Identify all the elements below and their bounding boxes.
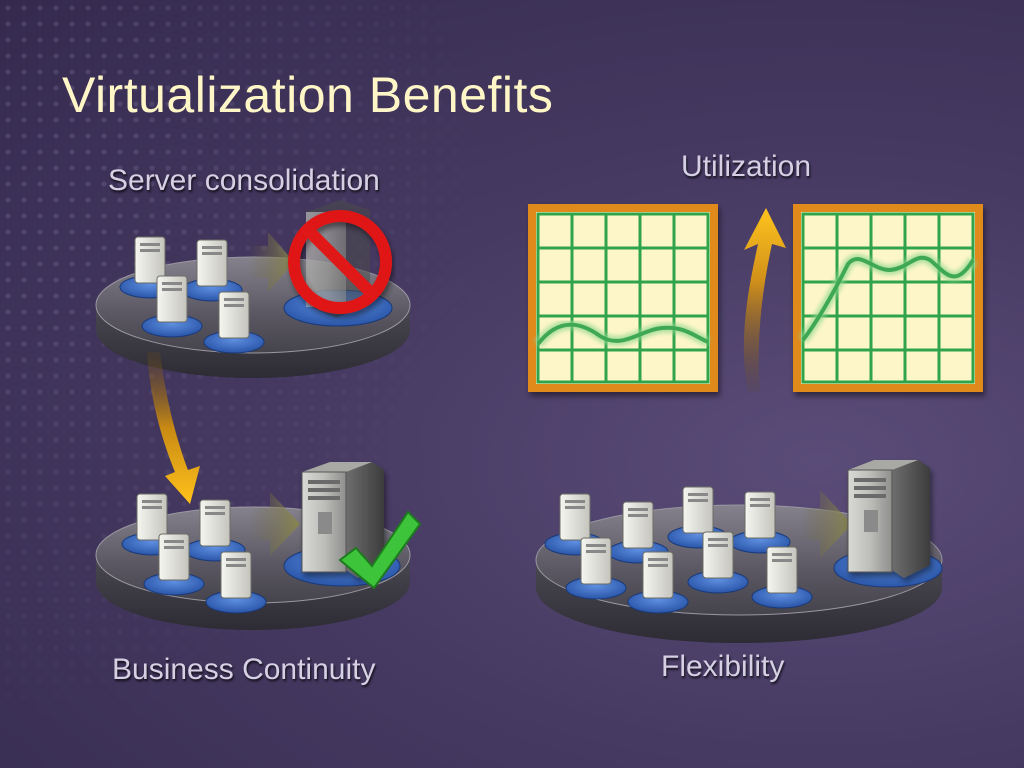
continuity-group <box>95 462 422 630</box>
utilization-chart-after <box>793 204 983 392</box>
up-arrow-icon <box>743 208 786 392</box>
small-server-icon <box>544 493 606 556</box>
small-server-icon <box>627 551 689 614</box>
small-server-group-consolidation <box>119 236 265 354</box>
gold-down-arrow-icon <box>147 352 200 504</box>
utilization-label: Utilization <box>681 150 812 183</box>
business-continuity-label: Business Continuity <box>112 653 376 686</box>
small-server-icon <box>203 291 265 354</box>
prohibited-server-icon <box>283 200 393 327</box>
server-consolidation-label: Server consolidation <box>108 164 380 197</box>
flexibility-group <box>535 460 943 643</box>
small-server-group-continuity <box>121 493 267 614</box>
small-server-icon <box>565 537 627 600</box>
small-server-icon <box>205 551 267 614</box>
flexibility-label: Flexibility <box>661 650 785 683</box>
utilization-curve-high <box>801 255 975 342</box>
small-server-icon <box>687 531 749 594</box>
utilization-curve-low <box>536 322 709 346</box>
consolidation-group <box>95 200 411 378</box>
small-server-icon <box>141 275 203 338</box>
large-server-icon <box>833 460 943 588</box>
small-server-icon <box>607 501 669 564</box>
small-server-group-flexibility <box>544 486 813 614</box>
slide-title: Virtualization Benefits <box>62 67 554 123</box>
server-check-icon <box>283 462 422 590</box>
small-server-icon <box>143 533 205 596</box>
small-server-icon <box>181 239 243 302</box>
continuity-flow-arrow <box>250 492 300 556</box>
utilization-chart-before <box>528 204 718 392</box>
consolidation-flow-arrow <box>248 232 294 292</box>
flexibility-flow-arrow <box>800 490 852 558</box>
small-server-icon <box>751 546 813 609</box>
